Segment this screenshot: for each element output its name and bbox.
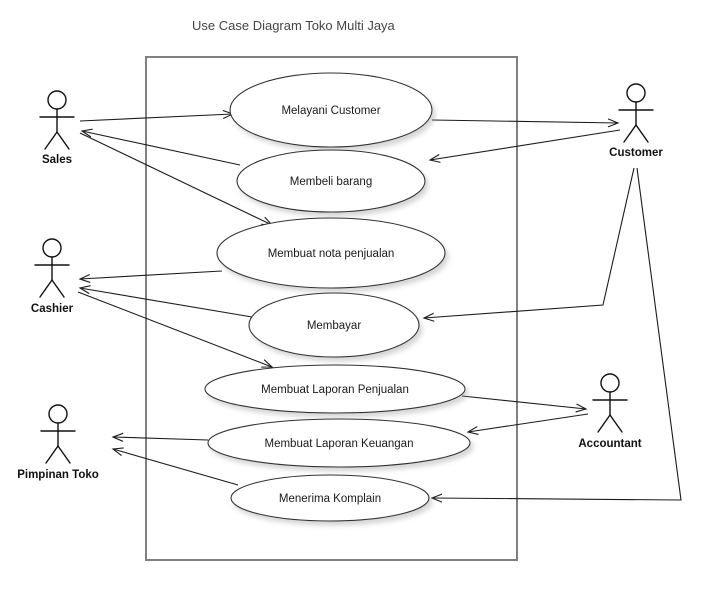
use-case-label: Melayani Customer [281,105,380,117]
use-case-menerima-komplain[interactable]: Menerima Komplain [230,474,430,522]
use-case-label: Membuat Laporan Keuangan [265,438,414,450]
use-case-label: Membuat Laporan Penjualan [261,384,409,396]
actor-label: Accountant [578,438,641,450]
use-case-label: Membayar [307,320,361,332]
actor-label: Customer [609,147,663,159]
association-membeli-to-sales [80,128,241,166]
use-case-label: Menerima Komplain [279,493,381,505]
association-melayani-to-customer [431,118,620,128]
actor-cashier[interactable]: Cashier [31,238,74,315]
actor-group: Sales Cashier [17,83,663,481]
association-nota-to-cashier [78,270,223,283]
association-membayar-to-cashier [78,285,253,318]
association-sales-to-nota [79,132,274,226]
association-komplain-to-pimpinan [111,447,239,486]
actor-label: Cashier [31,303,74,315]
actor-sales[interactable]: Sales [39,90,75,166]
page-title: Use Case Diagram Toko Multi Jaya [192,18,396,33]
use-case-melayani-customer[interactable]: Melayani Customer [229,72,433,148]
association-laporan-keuangan-to-pimpinan [111,432,209,442]
stick-figure-icon [618,83,654,143]
association-sales-to-melayani [79,109,235,122]
association-customer-to-membeli [428,129,621,163]
association-accountant-to-laporan-keuangan [466,413,589,436]
actor-label: Sales [42,154,72,166]
stick-figure-icon [592,373,628,433]
actor-accountant[interactable]: Accountant [578,373,642,450]
use-case-membuat-nota-penjualan[interactable]: Membuat nota penjualan [216,217,446,289]
stick-figure-icon [34,238,70,298]
use-case-membayar[interactable]: Membayar [248,292,420,358]
use-case-label: Membuat nota penjualan [268,248,395,260]
actor-pimpinan-toko[interactable]: Pimpinan Toko [17,404,99,481]
association-customer-to-komplain [430,167,682,503]
actor-label: Pimpinan Toko [17,469,99,481]
association-cashier-to-laporan-penjualan [77,291,274,368]
association-lines [77,109,682,503]
use-case-group: Melayani Customer Membeli barang Membuat… [204,72,471,522]
use-case-membuat-laporan-keuangan[interactable]: Membuat Laporan Keuangan [207,418,471,468]
use-case-label: Membeli barang [290,176,372,188]
association-laporan-penjualan-to-accountant [461,395,588,413]
actor-customer[interactable]: Customer [609,83,663,159]
use-case-membuat-laporan-penjualan[interactable]: Membuat Laporan Penjualan [204,364,466,414]
use-case-membeli-barang[interactable]: Membeli barang [236,149,426,213]
stick-figure-icon [39,90,75,150]
association-customer-to-membayar [422,167,635,322]
system-boundary [145,56,518,561]
stick-figure-icon [40,404,76,464]
